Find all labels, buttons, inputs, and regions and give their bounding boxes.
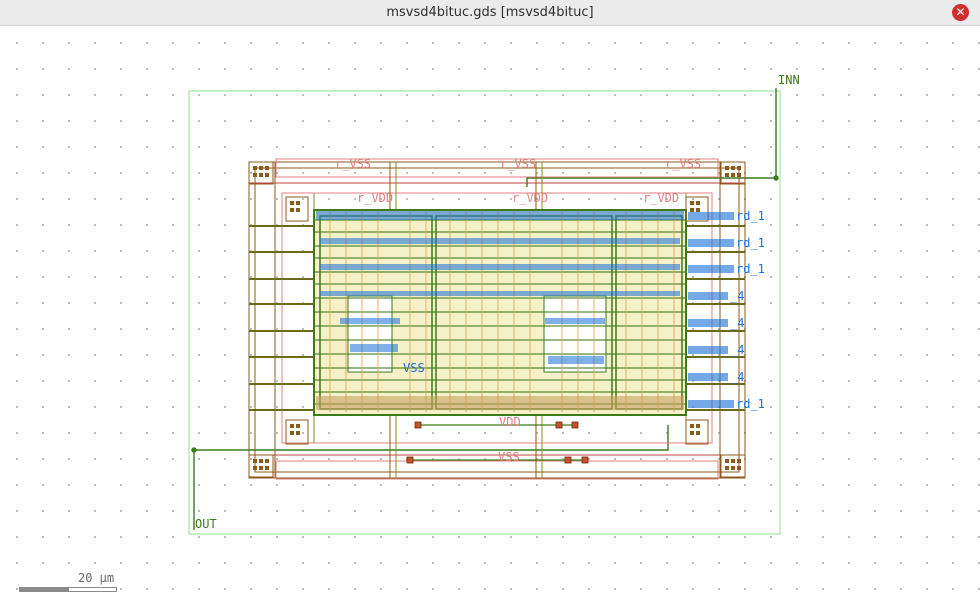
right-label: _4 xyxy=(730,316,744,330)
power-ring-outer xyxy=(248,161,746,479)
scale-bar xyxy=(19,587,117,592)
inn-wire xyxy=(526,88,779,187)
via-dots xyxy=(253,166,741,470)
close-icon[interactable]: ✕ xyxy=(952,4,969,21)
right-labels: rd_1 rd_1 rd_1 _4 _4 _4 _4 rd_1 xyxy=(730,209,765,411)
cell-boundary xyxy=(188,90,781,535)
window-title: msvsd4bituc.gds [msvsd4bituc] xyxy=(386,5,594,20)
right-stubs xyxy=(686,225,745,411)
rail-label: r_VSS xyxy=(335,157,371,171)
bottom-wires xyxy=(410,424,586,461)
out-wire xyxy=(191,425,669,530)
layout-canvas[interactable]: INN OUT xyxy=(0,26,980,611)
pin-label-inn: INN xyxy=(778,73,800,87)
right-label: _4 xyxy=(730,370,744,384)
rail-label: r_VDD xyxy=(643,191,679,205)
rail-label: r_VSS xyxy=(665,157,701,171)
poly-columns xyxy=(329,212,675,412)
right-label-fill xyxy=(688,212,734,408)
bottom-dense-row xyxy=(316,396,684,410)
pin-label-out: OUT xyxy=(195,517,217,531)
rail-label: r_VDD xyxy=(512,191,548,205)
scale-label: 20 µm xyxy=(78,571,115,585)
right-label: rd_1 xyxy=(736,262,765,276)
window-titlebar: msvsd4bituc.gds [msvsd4bituc] ✕ xyxy=(0,0,980,26)
blue-label-band xyxy=(316,211,684,364)
metal-rows xyxy=(314,219,686,405)
rail-label: r_VSS xyxy=(500,157,536,171)
right-label: _4 xyxy=(730,343,744,357)
right-label: rd_1 xyxy=(736,397,765,411)
rail-label: r_VDD xyxy=(357,191,393,205)
net-label-vdd: VDD xyxy=(499,415,521,429)
right-label: _4 xyxy=(730,289,744,303)
left-stubs xyxy=(249,225,314,411)
net-label-vss: VSS xyxy=(498,450,520,464)
net-label-vss-inner: VSS xyxy=(403,361,425,375)
right-label: rd_1 xyxy=(736,236,765,250)
right-label: rd_1 xyxy=(736,209,765,223)
power-ring-inner xyxy=(275,158,719,480)
bottom-vias xyxy=(406,421,589,464)
corner-vias xyxy=(248,161,746,478)
rail-labels: r_VSS r_VSS r_VSS r_VDD r_VDD r_VDD VDD … xyxy=(335,157,701,464)
